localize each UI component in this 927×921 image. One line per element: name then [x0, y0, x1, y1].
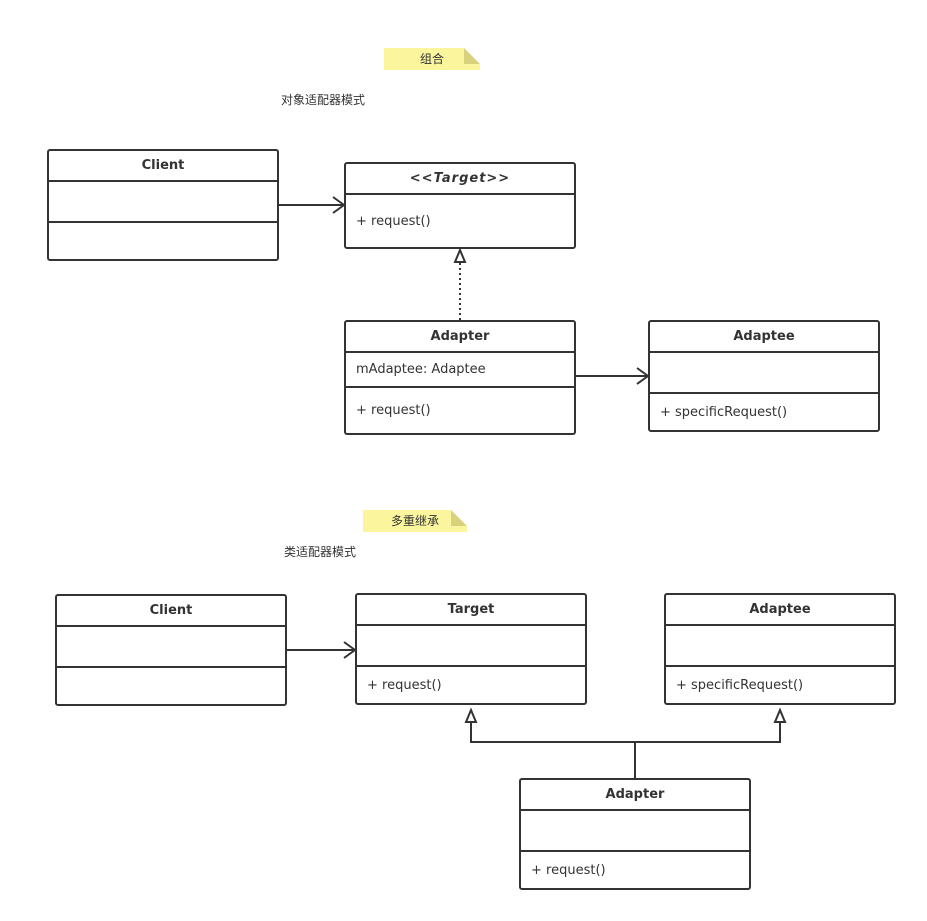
interface-target-top[interactable]: <<Target>> + request() [344, 162, 576, 249]
class-operations: + specificRequest() [660, 404, 788, 420]
class-name: Client [57, 596, 285, 627]
generalization-arrow-adaptee [773, 707, 787, 723]
interface-name: <<Target>> [346, 164, 574, 195]
class-attributes [357, 626, 585, 667]
note-fold-icon [451, 510, 467, 526]
class-name: Client [49, 151, 277, 182]
generalization-arrow-target [464, 707, 478, 723]
generalization-adapter-parents-bottom [470, 722, 781, 778]
class-client-bottom[interactable]: Client [55, 594, 287, 706]
note-combination-text: 组合 [419, 52, 444, 66]
note-combination: 组合 [384, 48, 480, 70]
note-fold-icon [464, 48, 480, 64]
caption-class-adapter: 类适配器模式 [284, 545, 357, 559]
class-operations [49, 223, 277, 259]
class-name: Target [357, 595, 585, 626]
note-multiple-inheritance: 多重继承 [363, 510, 467, 532]
class-attributes [650, 353, 878, 394]
class-operations: + specificRequest() [676, 677, 804, 693]
class-attributes [666, 626, 894, 667]
class-client-top[interactable]: Client [47, 149, 279, 261]
note-multiple-inheritance-text: 多重继承 [390, 514, 439, 528]
class-operations [57, 668, 285, 704]
realization-adapter-target-top [453, 247, 467, 320]
class-adaptee-bottom[interactable]: Adaptee + specificRequest() [664, 593, 896, 705]
class-adapter-bottom[interactable]: Adapter + request() [519, 778, 751, 890]
class-name: Adapter [521, 780, 749, 811]
class-attributes [57, 627, 285, 668]
association-client-target-top [278, 196, 346, 214]
interface-operations: + request() [356, 213, 431, 229]
class-name: Adaptee [666, 595, 894, 626]
class-attributes: mAdaptee: Adaptee [346, 353, 574, 388]
class-target-bottom[interactable]: Target + request() [355, 593, 587, 705]
association-client-target-bottom [286, 641, 357, 659]
class-adaptee-top[interactable]: Adaptee + specificRequest() [648, 320, 880, 432]
class-operations: + request() [356, 403, 431, 418]
class-operations: + request() [531, 862, 606, 878]
class-adapter-top[interactable]: Adapter mAdaptee: Adaptee + request() [344, 320, 576, 435]
class-name: Adapter [346, 322, 574, 353]
class-name: Adaptee [650, 322, 878, 353]
class-attributes [521, 811, 749, 852]
association-adapter-adaptee-top [576, 367, 650, 385]
caption-object-adapter: 对象适配器模式 [281, 93, 366, 107]
class-attributes [49, 182, 277, 223]
class-operations: + request() [367, 677, 442, 693]
